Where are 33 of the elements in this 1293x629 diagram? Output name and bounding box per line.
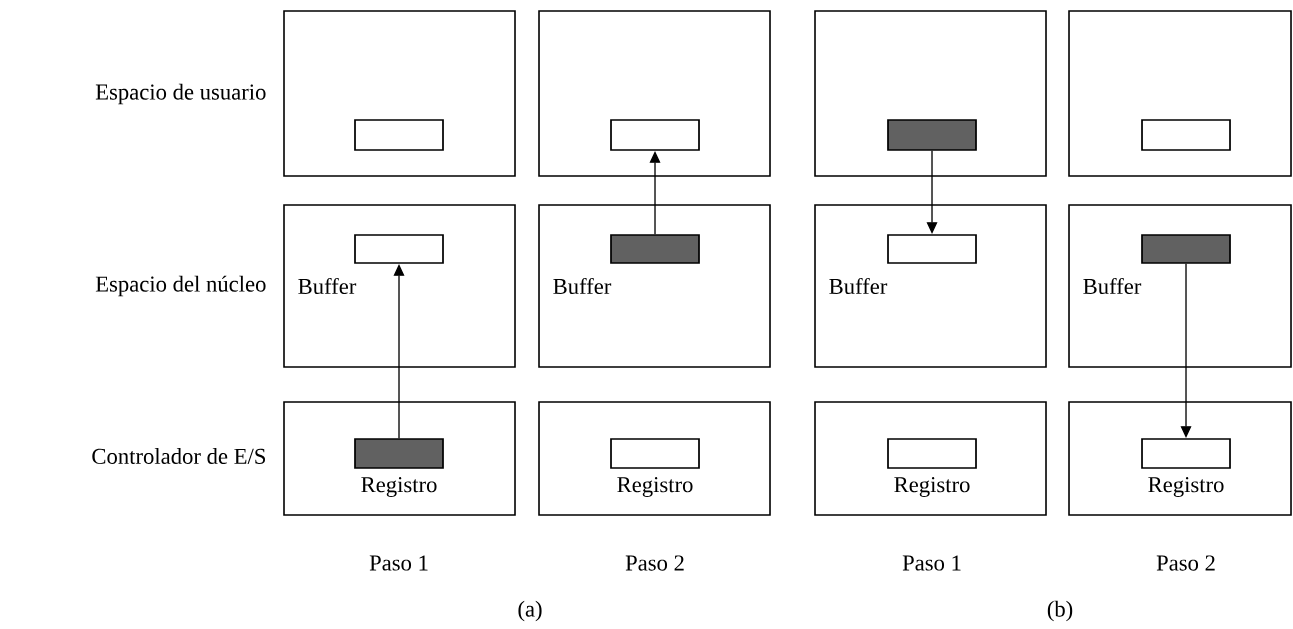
memory-box bbox=[283, 10, 516, 177]
panel-label: (b) bbox=[1047, 600, 1073, 622]
panel-label: (a) bbox=[518, 600, 542, 622]
small-box bbox=[887, 438, 977, 469]
memory-box: Buffer bbox=[814, 204, 1047, 368]
step-label: Paso 1 bbox=[369, 555, 428, 571]
small-box bbox=[610, 119, 700, 151]
row-label: Espacio del núcleo bbox=[95, 275, 266, 297]
small-box bbox=[887, 234, 977, 264]
memory-box: Registro bbox=[1068, 401, 1292, 516]
small-box bbox=[354, 438, 444, 469]
step-label: Paso 2 bbox=[1156, 555, 1215, 571]
memory-box: Registro bbox=[814, 401, 1047, 516]
small-box bbox=[354, 119, 444, 151]
small-box bbox=[887, 119, 977, 151]
small-box bbox=[354, 234, 444, 264]
small-box bbox=[610, 438, 700, 469]
memory-box bbox=[538, 10, 771, 177]
memory-box: Registro bbox=[538, 401, 771, 516]
step-label: Paso 1 bbox=[902, 555, 961, 571]
small-box bbox=[1141, 119, 1231, 151]
memory-box: Buffer bbox=[1068, 204, 1292, 368]
row-label: Controlador de E/S bbox=[92, 448, 266, 464]
small-box bbox=[610, 234, 700, 264]
memory-box: Buffer bbox=[538, 204, 771, 368]
small-box bbox=[1141, 234, 1231, 264]
memory-box bbox=[814, 10, 1047, 177]
small-box bbox=[1141, 438, 1231, 469]
memory-box bbox=[1068, 10, 1292, 177]
memory-box: Buffer bbox=[283, 204, 516, 368]
step-label: Paso 2 bbox=[625, 555, 684, 571]
row-label: Espacio de usuario bbox=[95, 83, 266, 105]
memory-box: Registro bbox=[283, 401, 516, 516]
